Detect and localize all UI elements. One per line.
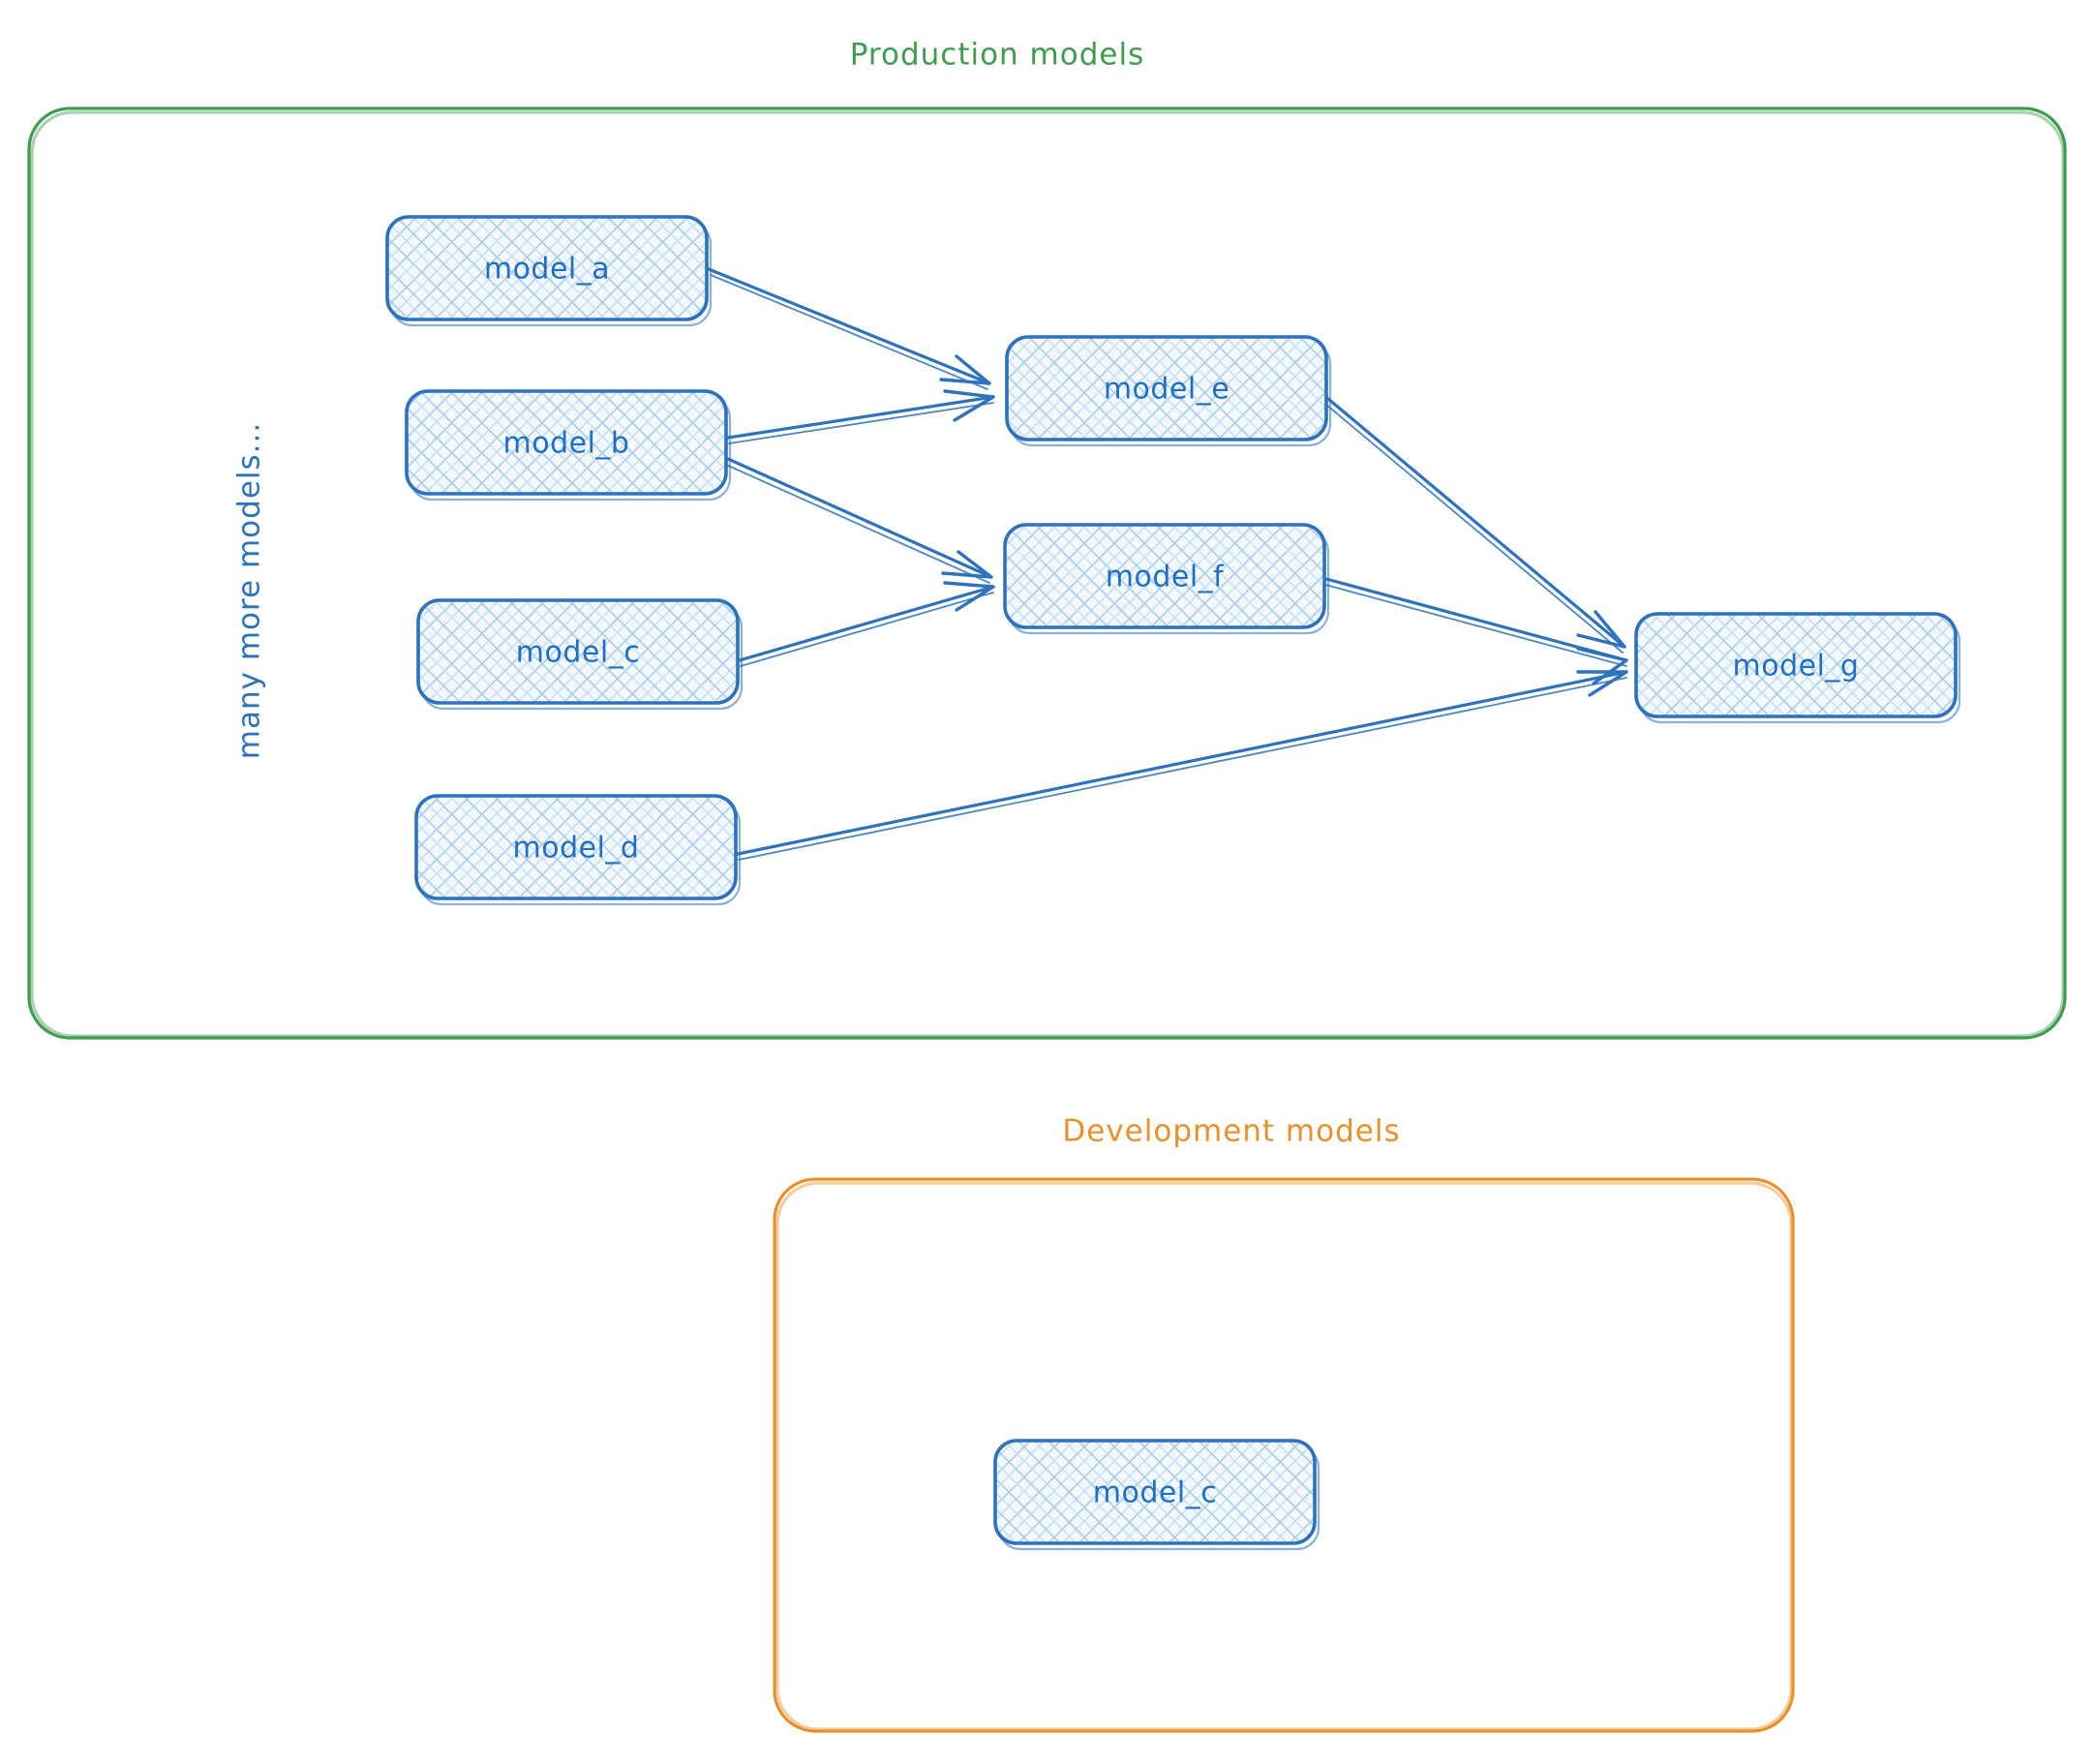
node-model-a[interactable]: model_a xyxy=(385,215,713,327)
node-model-c-production[interactable]: model_c xyxy=(416,598,744,711)
node-model-e[interactable]: model_e xyxy=(1005,335,1332,447)
node-model-c-development[interactable]: model_c xyxy=(993,1439,1321,1551)
node-model-a-box[interactable] xyxy=(385,215,709,321)
node-model-b[interactable]: model_b xyxy=(405,389,732,502)
node-model-f-box[interactable] xyxy=(1003,523,1326,629)
side-note-label: many more models... xyxy=(232,422,267,759)
side-note-many-more: many more models... xyxy=(232,422,267,759)
node-model-f[interactable]: model_f xyxy=(1003,523,1330,635)
node-model-d-box[interactable] xyxy=(414,794,738,900)
node-model-d[interactable]: model_d xyxy=(414,794,742,906)
cluster-development-border-sketch xyxy=(775,1181,1793,1731)
edge-model-e-to-model-g xyxy=(1325,397,1626,654)
cluster-production-border-sketch xyxy=(30,110,2065,1038)
node-model-b-box[interactable] xyxy=(405,389,728,496)
edge-model-d-to-model-g xyxy=(736,670,1628,861)
node-model-b-label: model_b xyxy=(503,427,630,461)
node-model-g-label: model_g xyxy=(1733,650,1860,684)
node-model-g[interactable]: model_g xyxy=(1634,612,1961,724)
cluster-development-label: Development models xyxy=(1062,1114,1400,1149)
node-model-c-development-label: model_c xyxy=(1093,1476,1217,1510)
node-model-g-box[interactable] xyxy=(1634,612,1958,718)
node-model-c-production-box[interactable] xyxy=(416,598,740,705)
cluster-production: Production models xyxy=(27,38,2067,1040)
cluster-production-label: Production models xyxy=(850,38,1144,73)
cluster-development-border xyxy=(773,1177,1795,1733)
edge-model-c-to-model-f xyxy=(738,581,995,667)
node-model-e-box[interactable] xyxy=(1005,335,1328,441)
cluster-production-border xyxy=(27,106,2067,1040)
edge-model-b-to-model-e xyxy=(726,389,995,444)
node-model-f-label: model_f xyxy=(1106,561,1225,594)
node-layer: model_a model_b model_c model_d mode xyxy=(385,215,1961,1551)
node-model-e-label: model_e xyxy=(1104,373,1230,407)
node-model-d-label: model_d xyxy=(513,832,640,866)
node-model-c-production-label: model_c xyxy=(516,636,640,670)
edge-layer xyxy=(707,267,1628,861)
edge-model-b-to-model-f xyxy=(725,457,993,584)
edge-model-a-to-model-e xyxy=(707,267,991,390)
node-model-a-label: model_a xyxy=(484,253,610,287)
node-model-c-development-box[interactable] xyxy=(993,1439,1317,1545)
edge-model-f-to-model-g xyxy=(1324,577,1628,685)
cluster-development: Development models xyxy=(773,1114,1795,1733)
